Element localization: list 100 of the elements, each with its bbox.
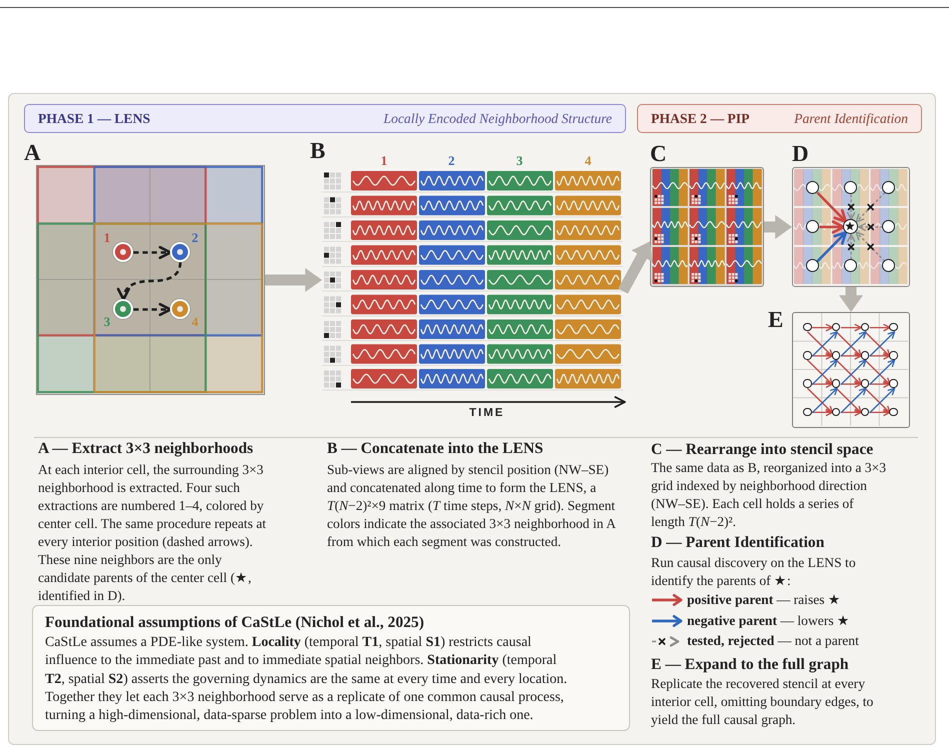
arrow bbox=[840, 352, 862, 360]
cell-number: 2 bbox=[192, 231, 198, 245]
arrow bbox=[870, 380, 891, 388]
node-circle bbox=[803, 351, 812, 360]
crossed-dashed-arrow bbox=[847, 194, 856, 220]
panel-letter: C bbox=[650, 142, 667, 165]
arrow bbox=[840, 380, 862, 388]
arrow bbox=[836, 388, 862, 414]
arrow bbox=[806, 388, 834, 414]
section-paragraph: The same data as B, reorganized into a 3×3 grid indexed by neighborhood direction (NW–SE). Each cell holds a series of length T(N−2)². bbox=[651, 459, 888, 531]
crossed-dashed-arrow bbox=[858, 222, 883, 232]
section-heading: A — Extract 3×3 neighborhoods bbox=[38, 440, 254, 458]
node-circle bbox=[803, 379, 812, 388]
arrow bbox=[812, 388, 838, 414]
phase-header-bar bbox=[637, 104, 922, 133]
node-circle bbox=[832, 351, 840, 360]
arrow bbox=[806, 331, 834, 358]
section-heading: E — Expand to the full graph bbox=[651, 656, 849, 674]
arrow bbox=[806, 360, 834, 386]
crossed-dashed-arrow bbox=[856, 192, 886, 222]
arrow bbox=[812, 408, 834, 416]
dashed-arrow bbox=[134, 302, 172, 316]
panel-letter: B bbox=[310, 139, 326, 162]
node-circle bbox=[844, 181, 858, 194]
node-circle bbox=[806, 181, 819, 194]
arrow bbox=[869, 359, 896, 386]
node-circle bbox=[889, 322, 898, 332]
stencil-graph-panel bbox=[792, 167, 910, 287]
arrow bbox=[864, 360, 891, 386]
arrow bbox=[816, 192, 848, 223]
phase-title: PHASE 1 — LENS bbox=[38, 110, 150, 126]
column-number: 3 bbox=[516, 153, 523, 168]
panel-letter: A bbox=[24, 141, 41, 164]
arrow bbox=[812, 359, 838, 386]
cell-number: 3 bbox=[104, 315, 110, 329]
arrow bbox=[869, 331, 896, 357]
section-paragraph: Sub-views are aligned by stencil position (NW–SE) and concatenated along time to form the LENS, a T(N−2)²×9 matrix (T time steps, N×N grid). Segment colors indicate the associated 3×3 neighborhood in A from which each segment was constructed. bbox=[327, 461, 617, 551]
box-paragraph: CaStLe assumes a PDE-like system. Locality (temporal T1, spatial S1) restricts causal influence to the immediate past and to immediate spatial neighbors. Stationarity (temporal T2, spatial S2) asserts the governing dynamics are the same at every time and every location. Together they let each 3×3 neighborhood serve as a replicate of one common causal process, turning a high-dimensional, data-sparse problem into a low-dimensional, data-rich one. bbox=[45, 634, 568, 726]
node-circle bbox=[860, 351, 870, 360]
section-paragraph: At each interior cell, the surrounding 3×3 neighborhood is extracted. Four such extractions are numbered 1–4, colored by center cell. The same procedure repeats at every interior position (dashed arrows). These nine neighbors are the only candidate parents of the center cell (★, identified in D). bbox=[38, 461, 268, 605]
arrow bbox=[812, 380, 834, 388]
arrow bbox=[836, 331, 862, 358]
arrow bbox=[840, 359, 866, 386]
arrow bbox=[812, 324, 834, 332]
arrow bbox=[864, 388, 891, 414]
phase-header-bar bbox=[24, 104, 626, 133]
legend-text: positive parent — raises ★ bbox=[687, 591, 841, 609]
node-circle bbox=[860, 379, 870, 388]
legend-text: negative parent — lowers ★ bbox=[687, 612, 850, 630]
crossed-dashed-arrow bbox=[856, 232, 886, 262]
arrow bbox=[864, 331, 891, 358]
node-circle bbox=[860, 322, 870, 332]
axis-label: TIME bbox=[469, 406, 505, 420]
dashed-arrow bbox=[118, 262, 182, 301]
node-circle bbox=[860, 408, 870, 416]
section-paragraph: Replicate the recovered stencil at every interior cell, omitting boundary edges, to yield the full causal graph. bbox=[651, 675, 874, 729]
arrow bbox=[870, 324, 891, 332]
cell-number: 1 bbox=[104, 231, 110, 245]
section-heading: C — Rearrange into stencil space bbox=[651, 441, 874, 459]
box-heading: Foundational assumptions of CaStLe (Nichol et al., 2025) bbox=[45, 613, 424, 632]
column-number: 1 bbox=[380, 153, 388, 168]
node-circle bbox=[803, 408, 812, 416]
block-arrow bbox=[618, 241, 650, 294]
arrow bbox=[840, 388, 866, 414]
neighborhood-grid bbox=[36, 165, 265, 395]
arrow bbox=[816, 231, 848, 262]
node-circle bbox=[832, 322, 840, 332]
node-circle bbox=[889, 408, 898, 416]
section-heading: B — Concatenate into the LENS bbox=[327, 440, 544, 458]
node-circle bbox=[832, 408, 840, 416]
column-number: 2 bbox=[448, 153, 455, 168]
arrow bbox=[870, 408, 891, 416]
node-circle bbox=[882, 259, 896, 272]
arrow bbox=[840, 324, 862, 332]
cell-number: 4 bbox=[192, 315, 198, 329]
column-number: 4 bbox=[584, 153, 592, 168]
arrow bbox=[869, 388, 896, 414]
phase-subtitle: Parent Identification bbox=[794, 110, 908, 126]
node-circle bbox=[889, 379, 898, 388]
phase-subtitle: Locally Encoded Neighborhood Structure bbox=[384, 110, 612, 126]
panel-letter: E bbox=[768, 308, 784, 331]
panel-letter: D bbox=[792, 142, 809, 165]
arrow bbox=[812, 331, 838, 357]
lens-matrix bbox=[322, 169, 623, 391]
node-circle bbox=[882, 181, 896, 194]
phase-title: PHASE 2 — PIP bbox=[651, 110, 750, 126]
arrow bbox=[840, 331, 866, 357]
arrow bbox=[819, 220, 845, 234]
crossed-dashed-arrow bbox=[847, 234, 856, 260]
dashed-arrow bbox=[134, 246, 172, 260]
node-circle bbox=[882, 220, 896, 233]
arrow bbox=[836, 360, 862, 386]
arrow bbox=[840, 408, 862, 416]
arrow bbox=[812, 352, 834, 360]
assumptions-box bbox=[32, 605, 630, 731]
node-circle bbox=[803, 322, 812, 332]
section-heading: D — Parent Identification bbox=[651, 534, 824, 552]
stencil-grid-panel bbox=[650, 167, 764, 287]
node-circle bbox=[806, 220, 819, 233]
node-circle bbox=[832, 379, 840, 388]
